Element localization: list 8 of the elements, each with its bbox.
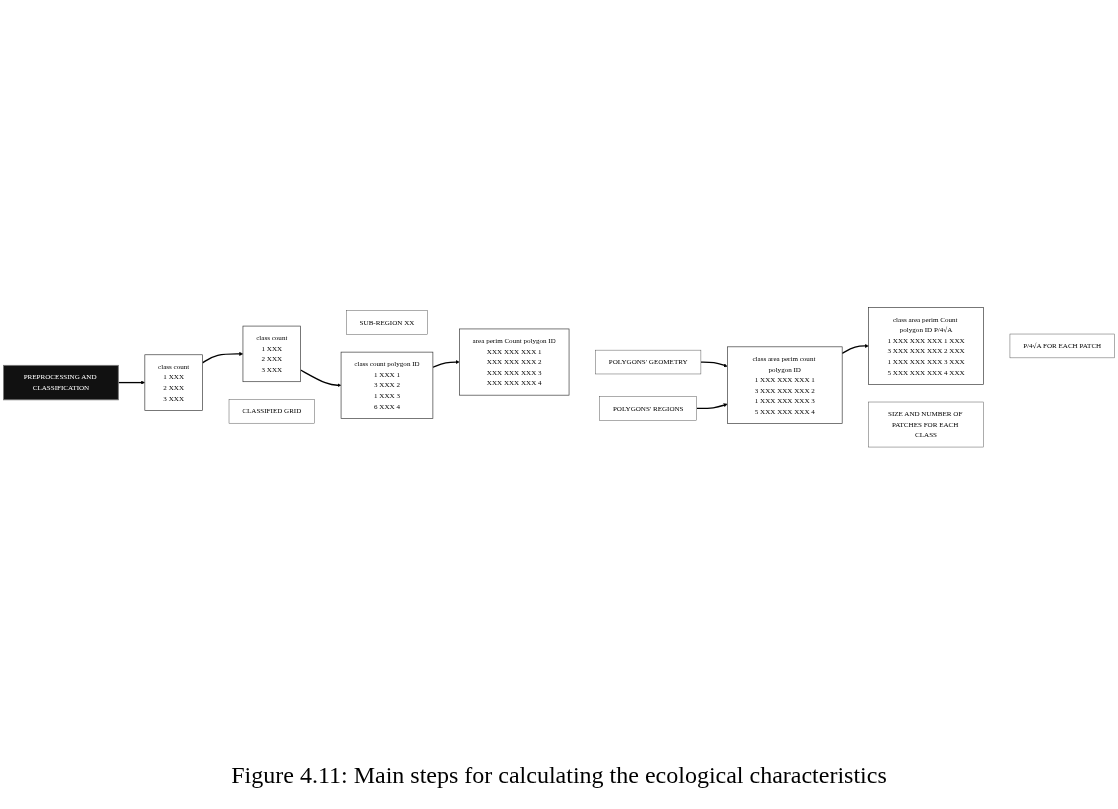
arrow [299,369,342,387]
figure-caption: Figure 4.11: Main steps for calculating the ecological characteristics [231,761,887,790]
arrow [700,361,728,367]
arrow [696,403,728,409]
arrow [117,380,145,385]
arrow [432,359,460,368]
arrow [841,343,869,354]
arrow [201,351,244,364]
